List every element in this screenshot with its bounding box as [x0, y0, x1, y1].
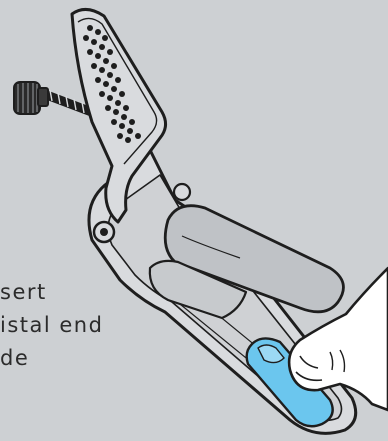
caption-line-2: istal end [0, 309, 160, 342]
instruction-caption: sert istal end de [0, 276, 160, 375]
caption-line-1: sert [0, 276, 160, 309]
caption-line-3: de [0, 342, 160, 375]
